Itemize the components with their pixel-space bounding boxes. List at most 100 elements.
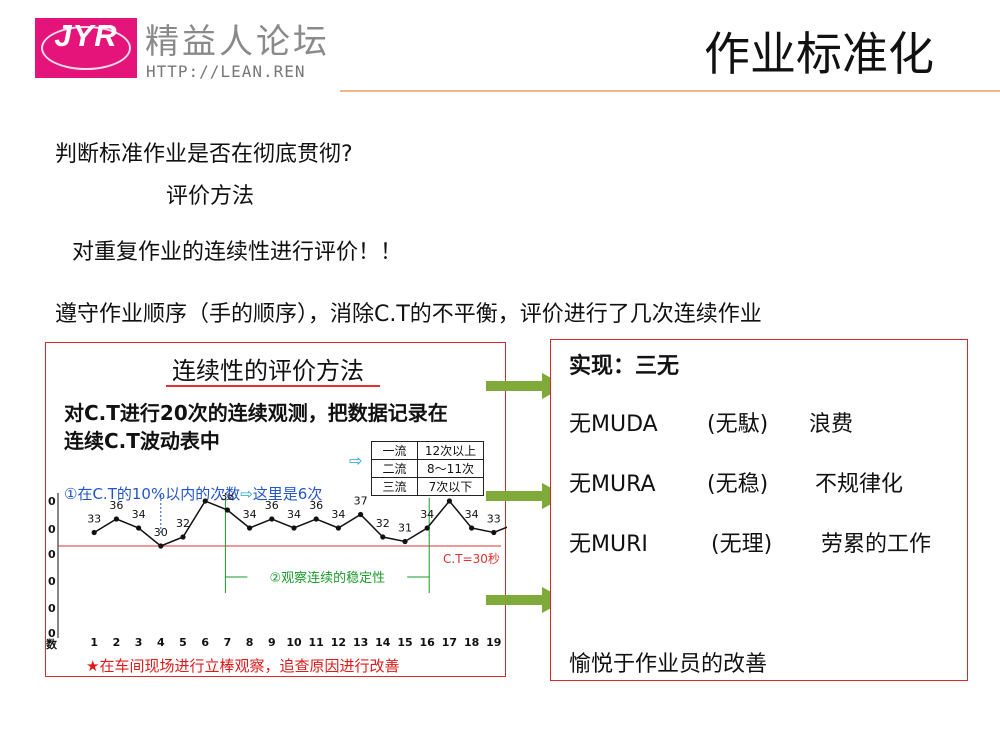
- term-meaning: 浪费: [809, 412, 854, 437]
- data-point: [402, 538, 408, 545]
- x-tick-label: 13: [353, 636, 368, 649]
- data-point: [424, 525, 430, 531]
- data-label: 40: [442, 493, 456, 494]
- evaluate-text: 对重复作业的连续性进行评价！！: [72, 240, 403, 265]
- term-reading: (无稳): [707, 472, 769, 497]
- data-label: 38: [220, 493, 234, 503]
- data-point: [491, 529, 497, 536]
- range-cell: 8～11次: [417, 459, 484, 478]
- panel-heading: 实现：三无: [569, 354, 680, 379]
- y-tick-label: 0: [48, 548, 56, 561]
- term: 无MURI: [569, 532, 648, 557]
- count-note-part2: 这里是6次: [252, 485, 323, 503]
- data-label: 34: [420, 508, 434, 521]
- x-tick-label: 7: [224, 636, 232, 649]
- data-label: 36: [265, 499, 279, 512]
- term: 无MUDA: [569, 412, 658, 437]
- x-tick-label: 16: [420, 636, 436, 649]
- panel-title-underline: [166, 385, 380, 387]
- arrow-right-icon: [486, 483, 566, 509]
- x-tick-label: 5: [179, 636, 187, 649]
- x-tick-label: 15: [397, 636, 412, 649]
- data-point: [269, 516, 275, 522]
- x-tick-label: 19: [486, 636, 501, 649]
- data-label: 32: [176, 517, 190, 530]
- site-url: HTTP://LEAN.REN: [146, 62, 306, 81]
- data-label: 33: [487, 513, 501, 526]
- site-name: 精益人论坛: [145, 22, 330, 62]
- panel-description: 对C.T进行20次的连续观测，把数据记录在 连续C.T波动表中: [64, 399, 484, 455]
- stability-label: ②观察连续的稳定性: [269, 570, 385, 586]
- data-label: 32: [376, 517, 390, 530]
- count-note-part1: ①在C.T的10%以内的次数: [64, 485, 241, 503]
- data-label: 37: [354, 495, 368, 508]
- x-tick-label: 9: [268, 636, 276, 649]
- description-line-1: 对C.T进行20次的连续观测，把数据记录在: [64, 401, 448, 425]
- panel-footer: 愉悦于作业员的改善: [569, 652, 768, 677]
- data-point: [335, 525, 341, 531]
- panel-title: 连续性的评价方法: [172, 357, 364, 385]
- data-label: 34: [243, 508, 257, 521]
- term-meaning: 不规律化: [815, 472, 904, 497]
- data-point: [202, 498, 208, 504]
- term-reading: (无理): [711, 532, 773, 557]
- logo-ring: [41, 26, 131, 70]
- logo-text: JYR: [54, 18, 118, 53]
- x-tick-label: 10: [286, 636, 302, 649]
- ct-series-line: [93, 499, 507, 547]
- term-meaning: 劳累的工作: [821, 532, 932, 557]
- x-axis-label: 数: [46, 637, 58, 651]
- x-tick-label: 18: [464, 636, 479, 649]
- table-row: 三流 7次以下: [371, 477, 484, 496]
- continuity-evaluation-panel: 连续性的评价方法 对C.T进行20次的连续观测，把数据记录在 连续C.T波动表中…: [45, 342, 507, 677]
- page-title: 作业标准化: [704, 27, 934, 81]
- data-point: [158, 543, 164, 549]
- data-point: [180, 534, 186, 540]
- title-divider: [340, 90, 1000, 92]
- data-label: 34: [331, 508, 345, 521]
- data-label: 33: [87, 513, 101, 526]
- x-tick-label: 3: [135, 636, 143, 649]
- x-tick-label: 6: [201, 636, 209, 649]
- grade-cell: 二流: [371, 459, 418, 478]
- data-point: [113, 516, 119, 522]
- arrow-right-icon: [486, 373, 566, 399]
- data-point: [380, 534, 386, 540]
- footnote: ★在车间现场进行立棒观察，追查原因进行改善: [86, 657, 400, 675]
- x-tick-label: 14: [375, 636, 391, 649]
- y-tick-label: 0: [48, 523, 56, 536]
- x-tick-label: 2: [113, 636, 121, 649]
- range-cell: 12次以上: [417, 441, 484, 460]
- grade-cell: 一流: [371, 441, 418, 460]
- count-note: ①在C.T的10%以内的次数⇨这里是6次: [64, 483, 322, 504]
- y-tick-label: 0: [48, 575, 56, 588]
- table-row: 二流 8～11次: [371, 459, 484, 478]
- grade-table: 一流 12次以上 二流 8～11次 三流 7次以下: [371, 441, 484, 496]
- y-tick-label: 0: [48, 602, 56, 615]
- range-cell: 7次以下: [417, 477, 484, 496]
- data-point: [291, 525, 297, 531]
- x-tick-label: 4: [157, 636, 165, 649]
- data-label: 34: [287, 508, 301, 521]
- y-tick-label: 0: [48, 495, 56, 508]
- method-text: 评价方法: [166, 184, 255, 209]
- data-label: 34: [132, 508, 146, 521]
- data-label: 31: [398, 522, 412, 535]
- x-tick-label: 17: [442, 636, 457, 649]
- data-label: 36: [309, 499, 323, 512]
- data-point: [313, 516, 319, 522]
- arrow-right-icon: ⇨: [349, 451, 363, 470]
- table-row: 一流 12次以上: [371, 441, 484, 460]
- term-reading: (无駄): [707, 412, 769, 437]
- x-tick-label: 12: [331, 636, 346, 649]
- x-tick-label: 1: [90, 636, 98, 649]
- data-label: 30: [154, 526, 168, 539]
- description-line-2: 连续C.T波动表中: [64, 429, 220, 453]
- x-tick-label: 8: [246, 636, 254, 649]
- data-point: [136, 525, 142, 531]
- logo: JYR: [35, 18, 137, 78]
- data-point: [358, 511, 364, 518]
- ct-label: C.T=30秒: [443, 552, 500, 566]
- data-point: [91, 529, 97, 536]
- y-tick-label: 0: [48, 627, 56, 640]
